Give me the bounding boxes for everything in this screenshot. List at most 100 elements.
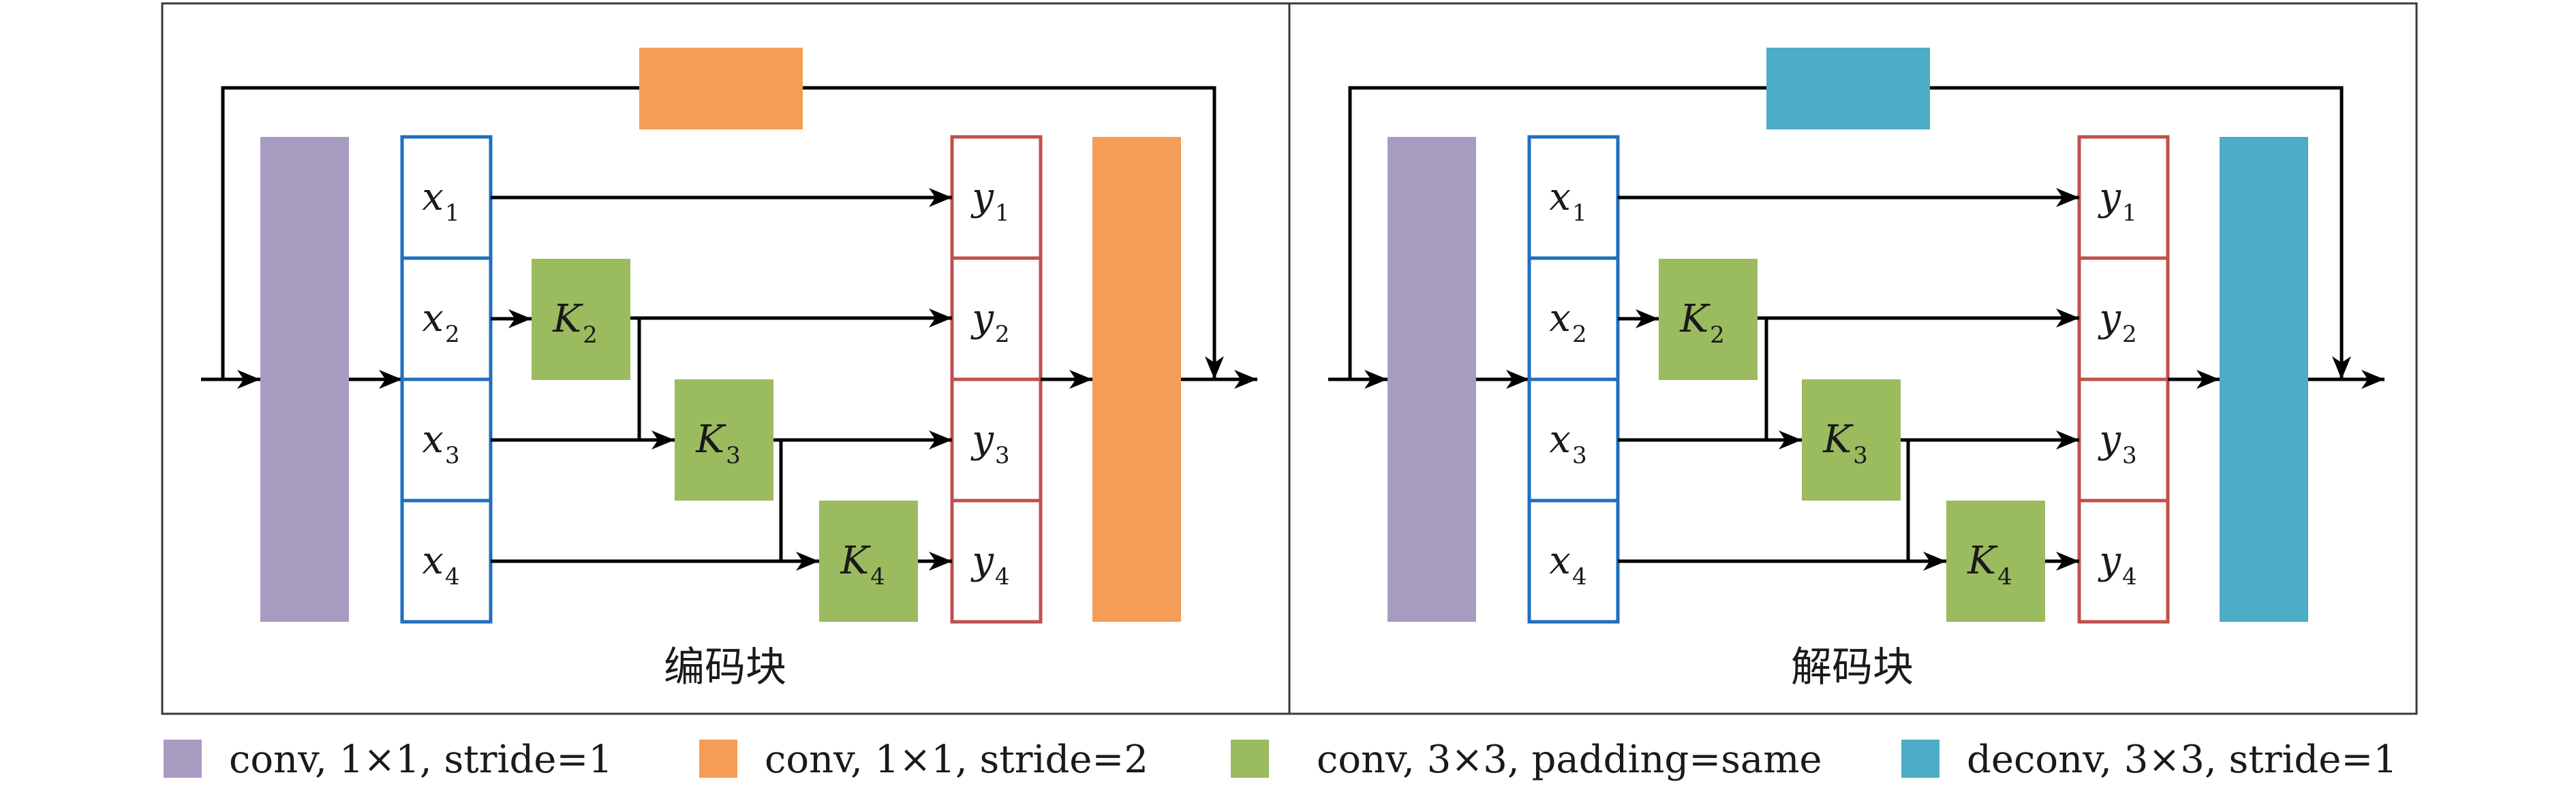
legend-item: conv, 1×1, stride=2 xyxy=(699,738,1148,782)
decoder-row1-arrow-head xyxy=(2056,188,2079,207)
encoder-kernel-label: K2 xyxy=(552,297,597,349)
legend-swatch xyxy=(1231,740,1269,778)
decoder-input-label: x4 xyxy=(1549,539,1586,590)
encoder-x2-to-k2-head xyxy=(508,309,532,328)
encoder-kernel-label: K4 xyxy=(840,539,885,590)
encoder-final-arrow-head xyxy=(1234,370,1257,389)
decoder-k2-to-y2-head xyxy=(2056,309,2079,328)
encoder-kernel-label: K3 xyxy=(695,417,740,469)
encoder-conv1x1-in xyxy=(260,137,349,622)
decoder-kernel xyxy=(1802,379,1901,501)
decoder-final-arrow-head xyxy=(2361,370,2385,389)
decoder-input-arrow-head xyxy=(1364,370,1387,389)
encoder-skip-block xyxy=(639,48,803,129)
decoder-k4-to-y4-head xyxy=(2056,552,2079,571)
encoder-skip-right-head xyxy=(1205,356,1224,379)
decoder-output-block xyxy=(2220,137,2308,622)
encoder-input-label: x1 xyxy=(422,175,459,227)
encoder-kernel xyxy=(819,501,918,622)
decoder-output-cell xyxy=(2077,135,2170,260)
encoder-skip-left xyxy=(221,86,639,379)
encoder-input-cell xyxy=(400,256,493,381)
decoder-input-label: x3 xyxy=(1549,417,1586,469)
decoder-caption: 解码块 xyxy=(1791,644,1914,691)
encoder-output-cell xyxy=(950,135,1043,260)
decoder-input-label: x2 xyxy=(1549,296,1586,348)
decoder-skip-right xyxy=(1930,86,2344,379)
encoder-input-label: x3 xyxy=(422,417,459,469)
encoder-output-label: y2 xyxy=(970,296,1009,348)
decoder-to-split-arrow-head xyxy=(1506,370,1529,389)
encoder-k3-to-k4 xyxy=(779,440,819,563)
legend-label: deconv, 3×3, stride=1 xyxy=(1967,738,2397,782)
encoder-output-cell xyxy=(950,499,1043,624)
legend-label: conv, 1×1, stride=2 xyxy=(765,738,1148,782)
legend-item: deconv, 3×3, stride=1 xyxy=(1901,738,2397,782)
decoder-k2-to-k3 xyxy=(1764,318,1802,442)
decoder-skip-block xyxy=(1766,48,1930,129)
encoder-input-cell xyxy=(400,499,493,624)
encoder-output-label: y3 xyxy=(970,417,1009,469)
decoder-kernel-label: K4 xyxy=(1967,539,2012,590)
encoder-k2-to-y2-head xyxy=(929,309,952,328)
decoder-output-cell xyxy=(2077,256,2170,381)
encoder-input-cell xyxy=(400,135,493,260)
decoder-output-label: y1 xyxy=(2097,175,2136,227)
encoder-to-out-arrow-head xyxy=(1069,370,1092,389)
legend-swatch xyxy=(164,740,202,778)
encoder-input-arrow-head xyxy=(237,370,260,389)
encoder-output-label: y1 xyxy=(970,175,1009,227)
decoder-skip-right-head xyxy=(2332,356,2351,379)
decoder-to-out-arrow-head xyxy=(2196,370,2220,389)
legend-swatch xyxy=(699,740,737,778)
encoder-input-label: x2 xyxy=(422,296,459,348)
encoder-input-label: x4 xyxy=(422,539,459,590)
encoder-kernel xyxy=(675,379,773,501)
decoder-kernel-label: K3 xyxy=(1822,417,1867,469)
decoder-output-label: y4 xyxy=(2097,539,2136,590)
decoder-output-label: y2 xyxy=(2097,296,2136,348)
decoder-k3-to-k4-head xyxy=(1923,552,1946,571)
decoder-skip-left xyxy=(1348,86,1766,379)
decoder-k2-to-k3-head xyxy=(1779,430,1802,450)
decoder-input-cell xyxy=(1527,377,1620,503)
encoder-input-cell xyxy=(400,377,493,503)
encoder-output-block xyxy=(1092,137,1181,622)
decoder-x2-to-k2-head xyxy=(1636,309,1659,328)
legend-swatch xyxy=(1901,740,1939,778)
encoder-output-cell xyxy=(950,256,1043,381)
decoder-output-cell xyxy=(2077,377,2170,503)
legend-label: conv, 1×1, stride=1 xyxy=(229,738,613,782)
decoder-frame xyxy=(1288,2,2418,715)
decoder-kernel xyxy=(1946,501,2045,622)
decoder-k3-to-k4 xyxy=(1906,440,1946,563)
encoder-output-label: y4 xyxy=(970,539,1009,590)
encoder-k2-to-k3-head xyxy=(651,430,675,450)
encoder-kernel xyxy=(532,259,630,380)
decoder-conv1x1-in xyxy=(1387,137,1476,622)
encoder-caption: 编码块 xyxy=(664,644,786,691)
decoder-kernel-label: K2 xyxy=(1679,297,1724,349)
legend-item: conv, 1×1, stride=1 xyxy=(164,738,613,782)
encoder-output-cell xyxy=(950,377,1043,503)
encoder-to-split-arrow-head xyxy=(379,370,402,389)
encoder-k3-to-y3-head xyxy=(929,430,952,450)
decoder-input-cell xyxy=(1527,256,1620,381)
legend-label: conv, 3×3, padding=same xyxy=(1317,738,1822,782)
decoder-output-label: y3 xyxy=(2097,417,2136,469)
encoder-k4-to-y4-head xyxy=(929,552,952,571)
decoder-input-cell xyxy=(1527,135,1620,260)
encoder-k2-to-k3 xyxy=(637,318,675,442)
decoder-input-cell xyxy=(1527,499,1620,624)
decoder-k3-to-y3-head xyxy=(2056,430,2079,450)
legend-item: conv, 3×3, padding=same xyxy=(1231,738,1822,782)
encoder-skip-right xyxy=(803,86,1216,379)
decoder-input-label: x1 xyxy=(1549,175,1586,227)
decoder-kernel xyxy=(1659,259,1758,380)
decoder-output-cell xyxy=(2077,499,2170,624)
encoder-row1-arrow-head xyxy=(929,188,952,207)
encoder-k3-to-k4-head xyxy=(796,552,819,571)
